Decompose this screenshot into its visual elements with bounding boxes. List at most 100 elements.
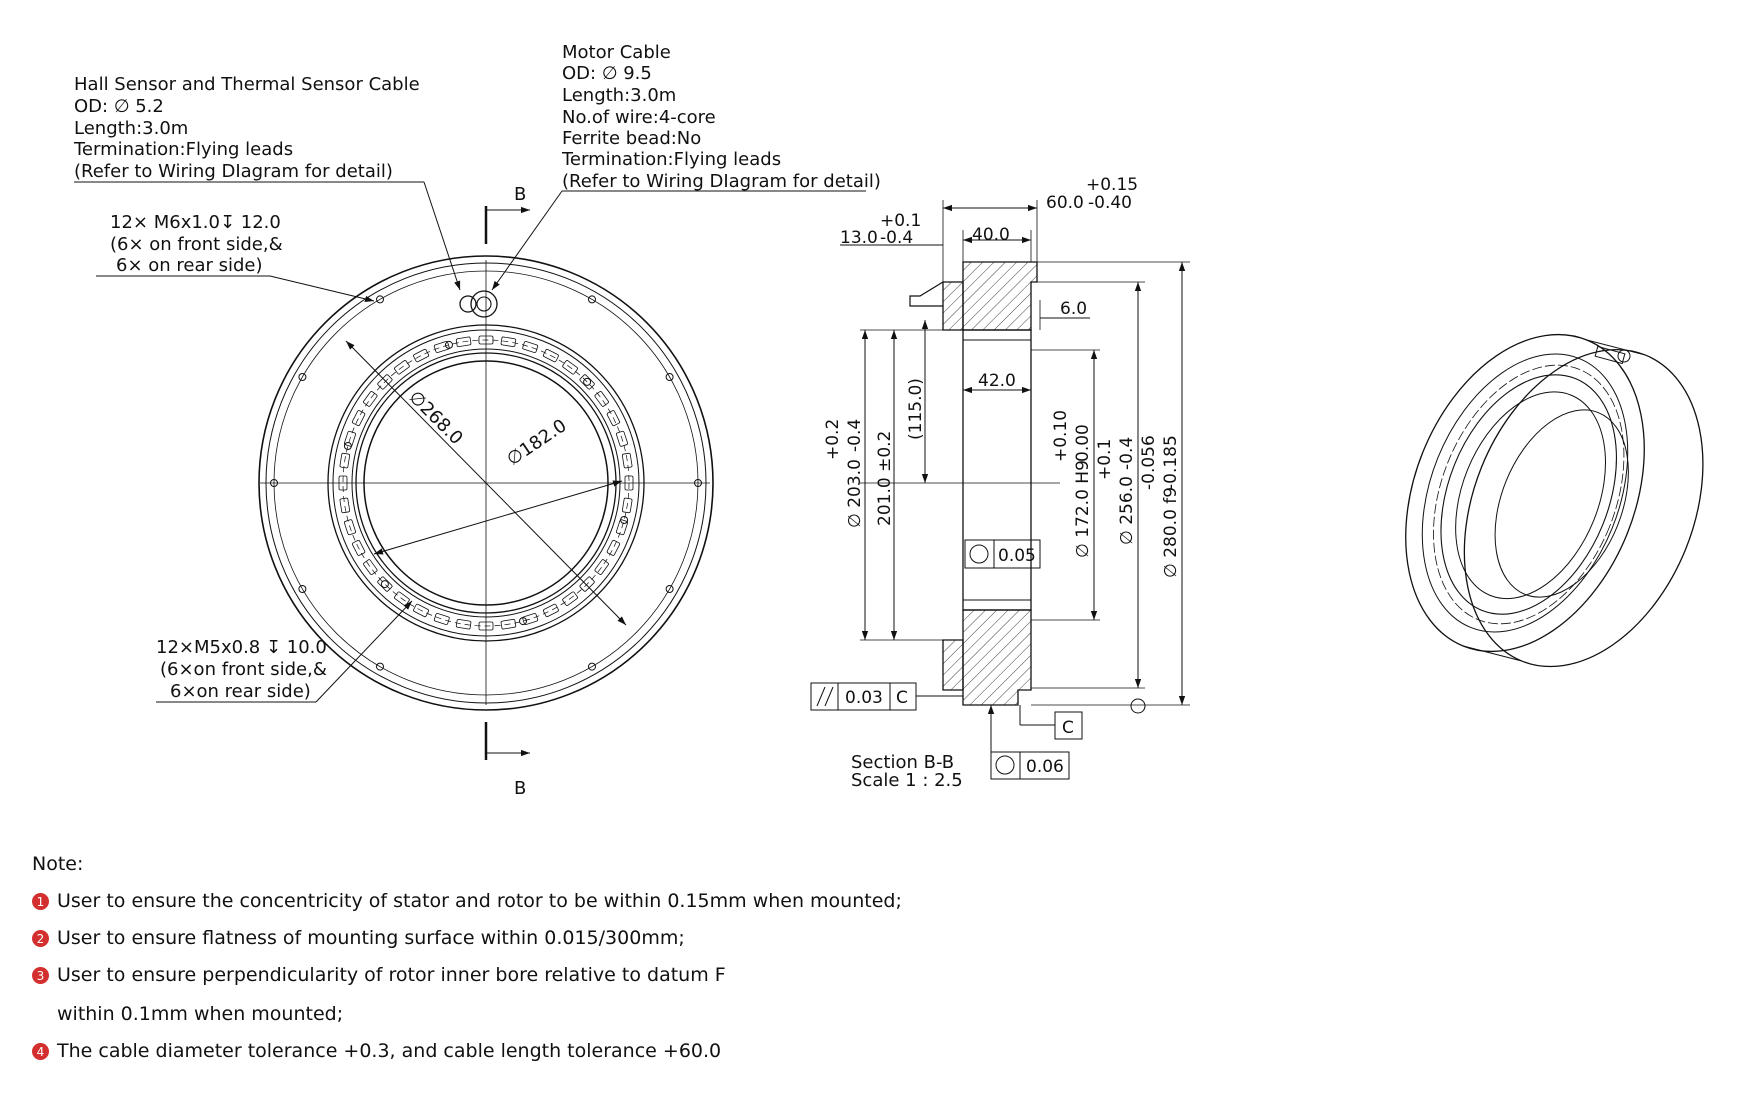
iso-outer-back	[1463, 348, 1704, 668]
m5-line-1: 12×M5x0.8 ↧ 10.0	[156, 637, 327, 658]
dim-40-label: 40.0	[972, 225, 1010, 245]
hall-cable-callout: Hall Sensor and Thermal Sensor Cable OD:…	[73, 74, 461, 291]
magnet-slot	[606, 539, 621, 556]
stator-outer-edge	[258, 255, 714, 711]
iso-cable-stub	[1594, 345, 1631, 365]
dim-256-label: ∅ 256.0	[1117, 476, 1137, 545]
concentricity-icon	[995, 755, 1015, 775]
m6-line-1: 12× M6x1.0↧ 12.0	[110, 212, 281, 233]
section-title: Section B-B	[851, 752, 954, 773]
mounting-hole	[270, 479, 278, 487]
note-number-badge: 1	[32, 893, 49, 910]
magnet-slot	[363, 391, 378, 407]
parallelism-icon	[816, 686, 826, 707]
dim-201-label: 201.0 ±0.2	[875, 431, 895, 526]
bolt-circle-inner	[342, 339, 630, 627]
dim-6-label: 6.0	[1060, 299, 1087, 319]
magnet-slot	[339, 497, 351, 514]
parallelism-datum: C	[896, 688, 908, 708]
concentricity-frame: 0.06	[987, 705, 1070, 780]
iso-rotor-face	[1455, 391, 1606, 600]
dim-268-label: ∅268.0	[404, 387, 466, 449]
note-text-4: The cable diameter tolerance +0.3, and c…	[57, 1040, 722, 1062]
section-label-bottom: B	[514, 778, 526, 799]
dim-60-tol-upper: +0.15	[1086, 175, 1138, 195]
magnet-slot	[455, 618, 472, 630]
magnet-slot	[351, 410, 366, 427]
dim-203-label: ∅ 203.0	[845, 459, 865, 528]
section-scale: Scale 1 : 2.5	[851, 770, 963, 791]
motor-cable-line-1: Motor Cable	[562, 42, 671, 63]
mounting-hole	[588, 662, 596, 671]
section-mark-top: B	[484, 184, 530, 244]
isometric-view	[1405, 333, 1704, 668]
magnet-slot	[522, 613, 539, 625]
front-view: ∅268.0 ∅182.0	[258, 255, 714, 711]
hall-cable-line-3: Length:3.0m	[74, 118, 188, 139]
m6-line-2: (6× on front side,&	[110, 234, 283, 255]
upper-flange-section	[942, 281, 964, 331]
roundness-frame: 0.05	[964, 539, 1041, 569]
note-text-3: User to ensure perpendicularity of rotor…	[57, 964, 726, 986]
section-mark-bottom: B	[484, 722, 530, 799]
mounting-hole	[376, 662, 384, 671]
note-text-3-cont: within 0.1mm when mounted;	[57, 1003, 344, 1025]
note-item-2: 2 User to ensure flatness of mounting su…	[32, 929, 932, 948]
datum-circle	[1130, 698, 1146, 714]
parallelism-frame: 0.03 C	[810, 682, 963, 711]
hall-cable-line-5: (Refer to Wiring DIagram for detail)	[74, 161, 393, 182]
magnet-slot	[594, 559, 609, 575]
m5-line-3: 6×on rear side)	[170, 681, 311, 702]
note-item-3: 3 User to ensure perpendicularity of rot…	[32, 966, 932, 1024]
dim-172-tol-lower: 0.00	[1073, 424, 1093, 462]
motor-cable-callout: Motor Cable OD: ∅ 9.5 Length:3.0m No.of …	[491, 42, 881, 291]
cable-stub	[909, 281, 944, 307]
dim-182-line	[373, 480, 623, 555]
dim-115-label: (115.0)	[906, 378, 926, 440]
iso-outer-front	[1405, 333, 1645, 653]
concentricity-value: 0.06	[1026, 757, 1064, 777]
roundness-icon	[969, 544, 989, 564]
motor-cable-line-3: Length:3.0m	[562, 85, 676, 106]
magnet-slot	[542, 603, 559, 618]
section-label-top: B	[514, 184, 526, 205]
iso-magnets	[1433, 364, 1625, 625]
motor-cable-line-2: OD: ∅ 9.5	[562, 63, 652, 84]
motor-cable-line-5: Ferrite bead:No	[562, 128, 701, 149]
note-number-badge: 2	[32, 930, 49, 947]
mounting-hole	[376, 295, 384, 304]
parallelism-value: 0.03	[845, 688, 883, 708]
dim-172-label: ∅ 172.0 H9	[1073, 460, 1093, 558]
hall-cable-gland	[459, 295, 477, 313]
mounting-hole	[665, 373, 674, 381]
mounting-hole	[665, 585, 674, 593]
dim-256-tol-lower: -0.4	[1117, 437, 1137, 470]
iso-slot-ring	[1440, 374, 1617, 615]
dim-203-tol-upper: +0.2	[823, 419, 843, 460]
mounting-hole	[588, 295, 596, 304]
stator-inner-edge	[327, 324, 645, 642]
dim-182-label: ∅182.0	[503, 415, 570, 470]
iso-bore	[1494, 409, 1629, 598]
dim-280-tol-lower: -0.185	[1161, 435, 1181, 490]
magnet-slot	[433, 613, 450, 625]
iso-stator-face	[1421, 353, 1629, 633]
hall-cable-line-4: Termination:Flying leads	[73, 139, 293, 160]
roundness-value: 0.05	[998, 546, 1036, 566]
hall-cable-leader	[423, 181, 461, 291]
m6-line-3: 6× on rear side)	[116, 255, 263, 276]
magnet-slot	[413, 348, 430, 363]
datum-c-label: C	[1062, 718, 1074, 738]
dim-60-label: 60.0	[1046, 193, 1084, 213]
dim-60-tol-lower: -0.40	[1088, 193, 1132, 213]
magnet-slot	[433, 341, 450, 353]
motor-cable-line-6: Termination:Flying leads	[561, 149, 781, 170]
note-item-1: 1 User to ensure the concentricity of st…	[32, 892, 932, 911]
hall-cable-line-2: OD: ∅ 5.2	[74, 96, 164, 117]
bore-outline	[962, 329, 1032, 611]
slot-ring-outer	[332, 329, 640, 637]
dim-280-tol-upper: -0.056	[1139, 435, 1159, 490]
lower-stator-section	[962, 609, 1032, 706]
notes-title: Note:	[32, 853, 84, 875]
